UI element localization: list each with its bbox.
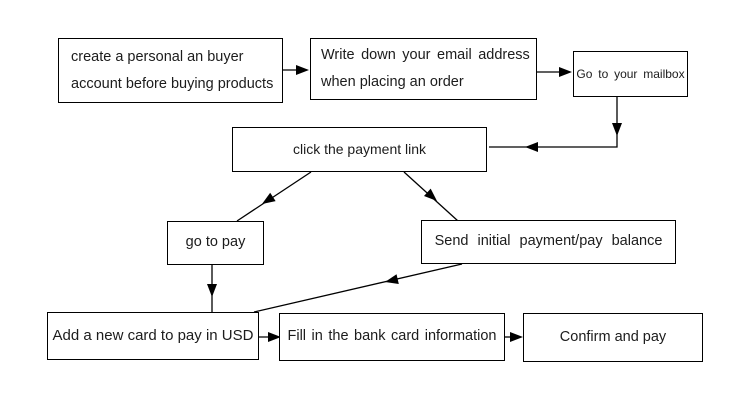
node-click-payment: click the payment link [232, 127, 487, 172]
node-mailbox: Go to your mailbox [573, 51, 688, 97]
arrowhead-email-to-mailbox [559, 67, 572, 77]
node-mailbox-label: Go to your mailbox [576, 66, 685, 81]
edge-click-to-gotopay [236, 171, 312, 222]
node-go-to-pay-label: go to pay [185, 234, 246, 251]
edge-mailbox-to-click [489, 97, 618, 148]
node-go-to-pay: go to pay [167, 221, 264, 265]
arrowhead-mailbox-down [612, 123, 622, 136]
arrowhead-into-click [525, 142, 538, 152]
node-click-payment-label: click the payment link [292, 141, 427, 158]
node-confirm-pay-label: Confirm and pay [559, 328, 667, 345]
node-write-email-line2: when placing an order [321, 74, 464, 90]
node-write-email-line1: Write down your email address [321, 47, 530, 63]
node-send-initial: Send initial payment/pay balance [421, 220, 676, 264]
node-create-account-line1: create a personal an buyer [71, 48, 244, 65]
arrowhead-fillbank-to-confirm [510, 332, 523, 342]
arrowhead-click-to-gotopay [262, 192, 276, 204]
arrowhead-send-to-addcard [385, 274, 399, 284]
edge-click-to-send [403, 171, 459, 222]
node-fill-bank: Fill in the bank card information [279, 313, 505, 361]
arrowhead-create-to-email [296, 65, 309, 75]
node-create-account-line2: account before buying products [71, 75, 274, 92]
node-send-initial-label: Send initial payment/pay balance [434, 233, 663, 250]
node-add-card-label: Add a new card to pay in USD [52, 326, 254, 344]
node-create-account: create a personal an buyer account befor… [58, 38, 283, 103]
node-confirm-pay: Confirm and pay [523, 313, 703, 362]
arrowhead-click-to-send [423, 188, 437, 201]
node-add-card: Add a new card to pay in USD [47, 312, 259, 360]
node-write-email: Write down your email address when placi… [310, 38, 537, 100]
arrowhead-gotopay-to-addcard [207, 284, 217, 297]
edge-send-to-addcard [253, 263, 463, 313]
node-fill-bank-label: Fill in the bank card information [287, 328, 497, 345]
